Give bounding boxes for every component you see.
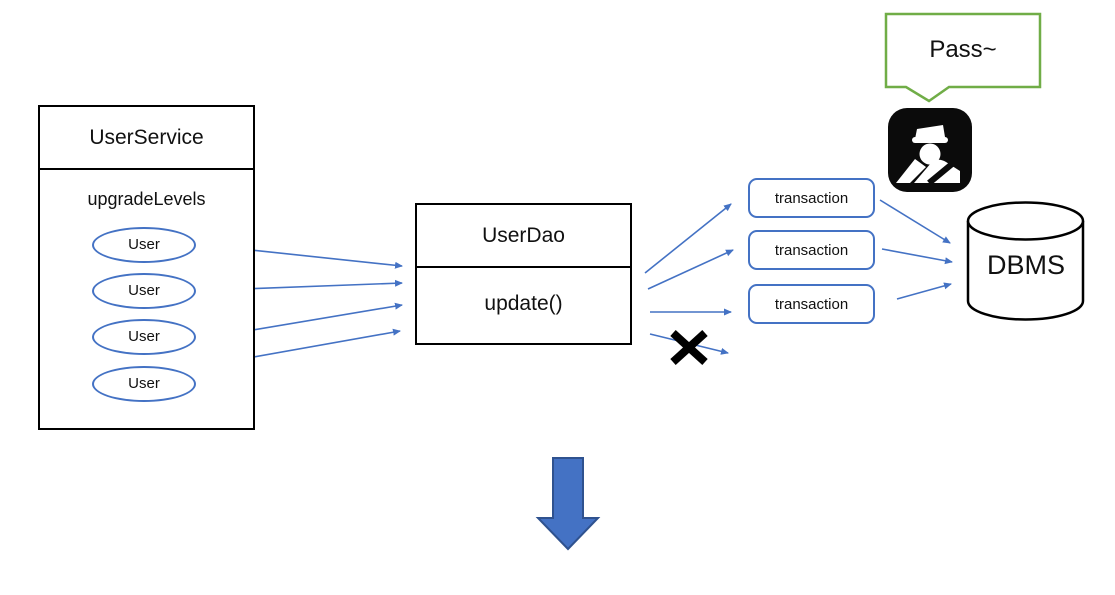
police-head bbox=[919, 143, 941, 165]
x-icon bbox=[670, 330, 708, 365]
update-method-label: update() bbox=[484, 292, 563, 315]
user-service-box: UserService upgradeLevels User User User… bbox=[38, 105, 255, 430]
transaction-arrow-2 bbox=[647, 249, 734, 290]
transaction-box: transaction bbox=[748, 178, 875, 218]
x-stroke-1 bbox=[670, 330, 708, 365]
down-arrow-icon bbox=[535, 457, 601, 551]
police-icon-background bbox=[888, 108, 972, 192]
user-label: User bbox=[128, 375, 160, 392]
x-stroke-2 bbox=[670, 330, 708, 365]
police-officer-icon bbox=[888, 108, 972, 192]
dao-to-transaction-arrows bbox=[644, 203, 734, 355]
user-dao-title: UserDao bbox=[417, 205, 630, 268]
user-ellipse: User bbox=[92, 272, 196, 309]
user-label: User bbox=[128, 328, 160, 345]
dbms-label: DBMS bbox=[986, 250, 1065, 280]
transaction-box: transaction bbox=[748, 230, 875, 270]
dbms-arrow-3 bbox=[896, 282, 952, 300]
dbms-arrow-1 bbox=[879, 199, 951, 244]
user-label: User bbox=[128, 236, 160, 253]
transaction-label: transaction bbox=[774, 241, 849, 259]
user-dao-box: UserDao update() bbox=[415, 203, 632, 345]
dbms-arrow-2 bbox=[881, 248, 953, 265]
police-cap-crown bbox=[915, 125, 945, 139]
police-sash bbox=[927, 161, 954, 186]
blocked-arrow bbox=[649, 333, 729, 355]
speech-bubble-text: Pass~ bbox=[929, 36, 997, 63]
transaction-to-dbms-arrows bbox=[879, 199, 953, 300]
user-ellipse: User bbox=[92, 318, 196, 355]
transaction-label: transaction bbox=[774, 189, 849, 207]
user-label: User bbox=[128, 282, 160, 299]
police-arm bbox=[896, 159, 926, 183]
upgrade-levels-label: upgradeLevels bbox=[87, 188, 206, 209]
transaction-label: transaction bbox=[774, 295, 849, 313]
user-ellipse: User bbox=[92, 226, 196, 263]
police-cap-brim bbox=[912, 137, 948, 143]
police-torso bbox=[914, 159, 960, 183]
user-service-title: UserService bbox=[40, 107, 253, 170]
transaction-box: transaction bbox=[748, 284, 875, 324]
user-ellipse: User bbox=[92, 365, 196, 402]
transaction-arrow-1 bbox=[644, 203, 732, 274]
